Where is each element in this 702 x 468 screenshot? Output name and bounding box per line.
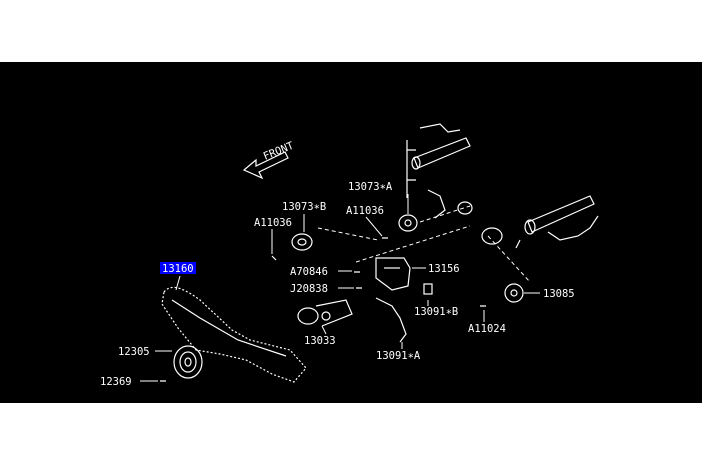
leader-lines	[140, 194, 540, 382]
tensioner-13033	[297, 299, 353, 327]
idler-pulley-center	[457, 201, 503, 245]
part-label-12305[interactable]: 12305	[118, 346, 150, 358]
belt-cover-13091	[375, 283, 433, 343]
part-label-a11036-left[interactable]: A11036	[254, 217, 292, 229]
part-label-13085[interactable]: 13085	[543, 288, 575, 300]
camshaft-left	[406, 123, 471, 219]
part-label-13091a[interactable]: 13091∗A	[376, 350, 421, 362]
part-label-13091b[interactable]: 13091∗B	[414, 306, 458, 318]
part-label-12369[interactable]: 12369	[100, 376, 132, 388]
dashed-line-top	[317, 205, 531, 283]
idler-pulley-13073a	[398, 214, 418, 232]
parts-diagram-panel	[0, 62, 702, 403]
selected-part-highlight	[160, 262, 196, 274]
part-label-j20838[interactable]: J20838	[290, 283, 328, 295]
part-label-13073b[interactable]: 13073∗B	[282, 201, 326, 213]
part-label-13073a[interactable]: 13073∗A	[348, 181, 393, 193]
part-label-a11024[interactable]: A11024	[468, 323, 506, 335]
part-label-13160[interactable]: 13160	[162, 263, 194, 275]
part-label-13156[interactable]: 13156	[428, 263, 460, 275]
idler-pulley-13073b	[291, 233, 313, 251]
camshaft-right	[515, 195, 599, 249]
front-arrow-icon	[242, 151, 289, 180]
timing-belt-13160	[161, 286, 307, 383]
idler-pulley-13085	[504, 283, 524, 303]
front-label: FRONT	[262, 140, 296, 163]
bolt-icons	[160, 237, 486, 382]
part-label-a70846[interactable]: A70846	[290, 266, 328, 278]
part-label-a11036-right[interactable]: A11036	[346, 205, 384, 217]
part-label-13033[interactable]: 13033	[304, 335, 336, 347]
crank-pulley-12305	[173, 345, 203, 379]
bracket-13156	[375, 257, 411, 291]
